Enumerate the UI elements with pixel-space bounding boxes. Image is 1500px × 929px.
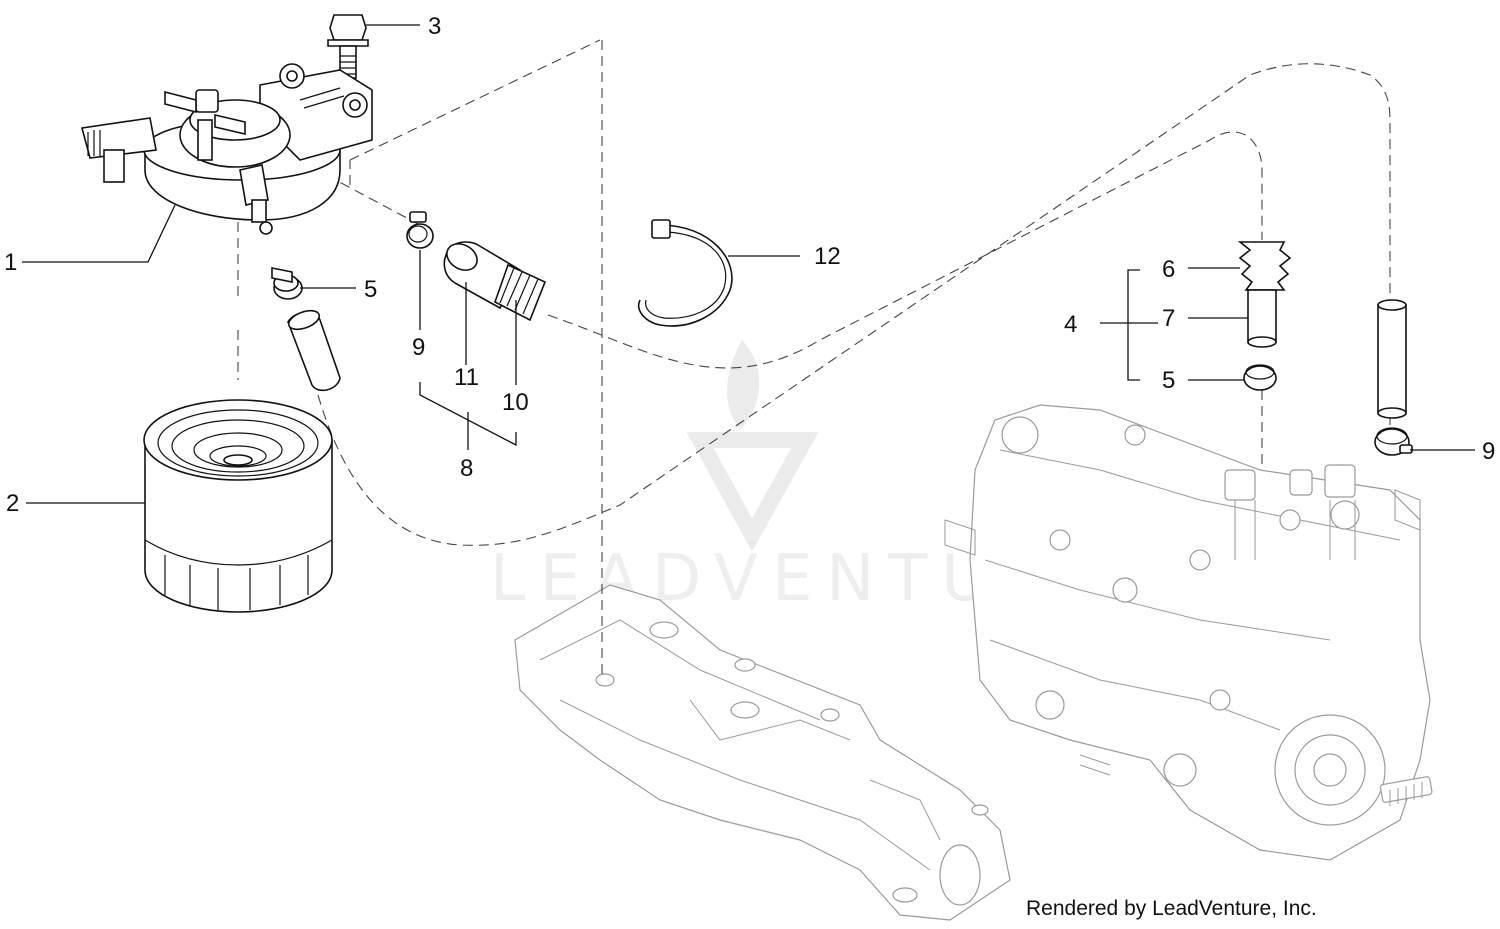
part-6-grommet xyxy=(1237,241,1292,291)
callout-6: 6 xyxy=(1162,256,1175,283)
part-9-clamp-middle xyxy=(406,211,434,249)
callout-9-right: 9 xyxy=(1482,438,1495,465)
callout-9-middle: 9 xyxy=(412,334,425,361)
callout-5-left: 5 xyxy=(364,276,377,303)
engine-block-ghost xyxy=(514,584,1011,921)
callout-7: 7 xyxy=(1162,305,1175,332)
short-hose-left xyxy=(287,309,341,392)
callout-8: 8 xyxy=(460,455,473,482)
callout-3: 3 xyxy=(428,13,441,40)
callout-12: 12 xyxy=(814,243,841,270)
long-hose-right xyxy=(1377,299,1407,419)
callout-10: 10 xyxy=(502,389,529,416)
leader-lines xyxy=(22,24,1475,504)
injection-pump-ghost xyxy=(944,404,1433,861)
part-1-filter-head xyxy=(80,63,373,235)
hose-routing-lines xyxy=(237,39,1391,680)
part-12-strap xyxy=(638,219,733,327)
part-7-hose xyxy=(1247,289,1277,348)
callout-2: 2 xyxy=(6,490,19,517)
part-10-sleeve xyxy=(494,263,547,322)
callout-5-right: 5 xyxy=(1162,367,1175,394)
watermark-logo-icon xyxy=(686,340,819,552)
callout-1: 1 xyxy=(4,249,17,276)
callout-4: 4 xyxy=(1064,311,1077,338)
part-9-clamp-right xyxy=(1374,427,1413,456)
part-5-clamp-right xyxy=(1243,364,1277,391)
part-5-clamp-left xyxy=(271,267,303,300)
render-credit: Rendered by LeadVenture, Inc. xyxy=(1026,897,1317,920)
part-3-bolt xyxy=(327,14,369,79)
callout-11: 11 xyxy=(454,364,479,391)
part-2-filter-canister xyxy=(143,399,333,613)
callout-labels: 1 2 3 4 5 5 6 7 8 9 9 10 11 12 xyxy=(4,13,1495,517)
